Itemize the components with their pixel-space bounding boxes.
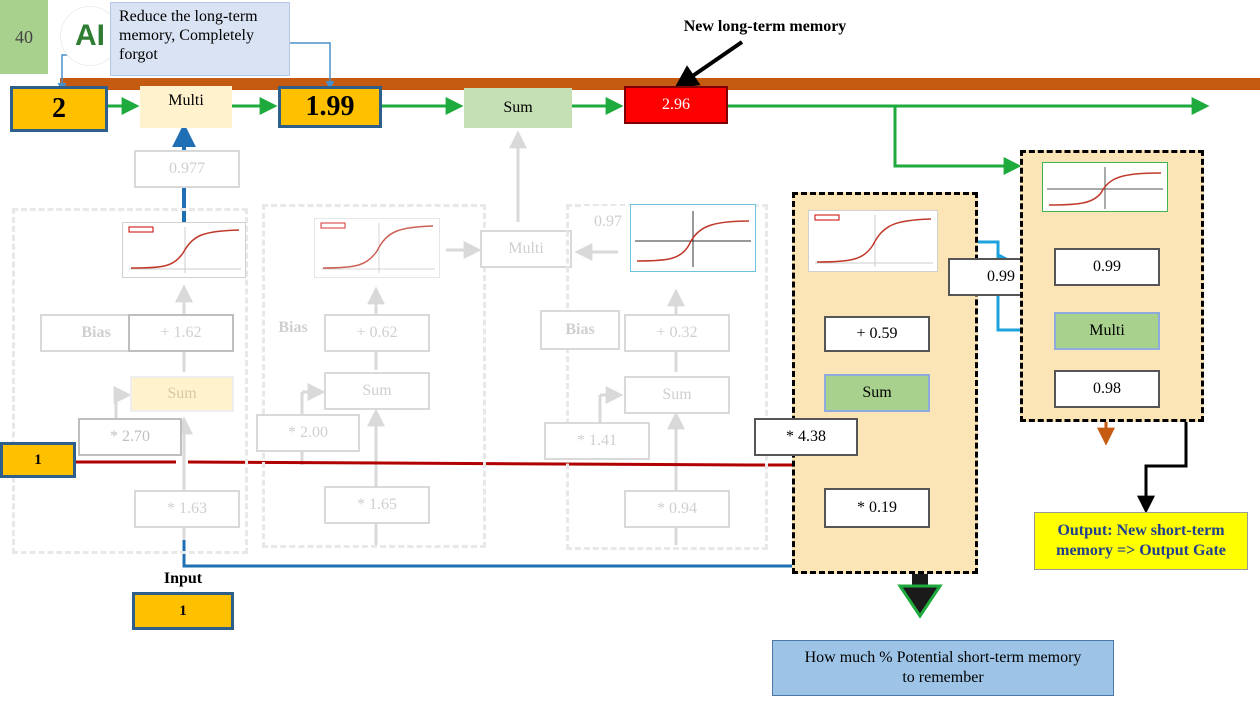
sigmoid-plot-output (808, 210, 938, 272)
output-bias-value: + 0.59 (824, 316, 930, 352)
candidate-value: 0.97 (584, 206, 632, 238)
candidate-sum-node: Sum (624, 376, 730, 414)
sigmoid-curve-icon (814, 214, 933, 267)
output-multi-node: Multi (1054, 312, 1160, 350)
input-sum-node: Sum (324, 372, 430, 410)
sigmoid-plot-input (314, 218, 440, 278)
input-gate-panel (262, 204, 486, 548)
ltm-reduced-box: 1.99 (278, 86, 382, 128)
ltm-sum-node: Sum (464, 88, 572, 128)
output-label: Output: New short-term memory => Output … (1034, 512, 1248, 570)
new-ltm-box: 2.96 (624, 86, 728, 124)
page-number: 40 (0, 0, 48, 74)
forget-sum-node: Sum (130, 376, 234, 412)
logo-text: AI (75, 19, 105, 52)
output-input-weight: * 0.19 (824, 488, 930, 528)
output-stm-weight: * 4.38 (754, 418, 858, 456)
tanh-output-value: 0.99 (1054, 248, 1160, 286)
new-ltm-title: New long-term memory (683, 18, 847, 35)
output-result-value: 0.98 (1054, 370, 1160, 408)
input-bias-value: + 0.62 (324, 314, 430, 352)
input-input-weight: * 1.65 (324, 486, 430, 524)
forget-gate-value: 0.977 (134, 150, 240, 188)
sigmoid-plot-forget (122, 222, 246, 278)
forget-multi-node: Multi (140, 86, 232, 128)
forget-gate-panel (12, 208, 248, 554)
tanh-curve-icon (635, 211, 751, 267)
tanh-plot-output (1042, 162, 1168, 212)
reduce-ltm-note: Reduce the long-term memory, Completely … (110, 2, 290, 76)
sigmoid-curve-icon (320, 222, 435, 273)
input-label: Input (163, 570, 203, 587)
stm-input-box: 1 (0, 442, 76, 478)
candidate-input-weight: * 0.94 (624, 490, 730, 528)
input-value-box: 1 (132, 592, 234, 630)
forget-bias-value: + 1.62 (128, 314, 234, 352)
candidate-stm-weight: * 1.41 (544, 422, 650, 460)
candidate-bias-value: + 0.32 (624, 314, 730, 352)
tanh-curve-icon (1047, 167, 1163, 209)
potential-stm-label: How much % Potential short-term memory t… (772, 640, 1114, 696)
input-bias-label: Bias (278, 319, 308, 336)
input-stm-weight: * 2.00 (256, 414, 360, 452)
ltm-input-box: 2 (10, 86, 108, 132)
candidate-bias-label: Bias (540, 310, 620, 350)
forget-input-weight: * 1.63 (134, 490, 240, 528)
sigmoid-curve-icon (128, 226, 241, 273)
tanh-plot-candidate (630, 204, 756, 272)
input-multi-node: Multi (480, 230, 572, 268)
output-sum-node: Sum (824, 374, 930, 412)
forget-stm-weight: * 2.70 (78, 418, 182, 456)
